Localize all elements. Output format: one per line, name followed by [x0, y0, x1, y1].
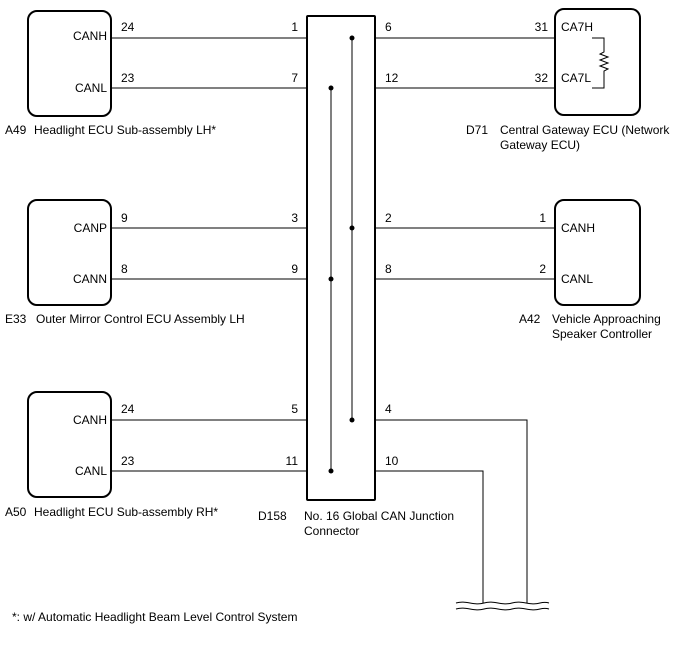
junction-right-pin: 2 — [385, 211, 392, 225]
wire-open-branch — [375, 419, 528, 603]
e33-code: E33 — [5, 312, 27, 326]
junction-right-pin: 6 — [385, 20, 392, 34]
junction-left-pin: 1 — [291, 20, 298, 34]
e33-pin: 9 — [121, 211, 128, 225]
a49-pin: 24 — [121, 20, 135, 34]
a42-name: Speaker Controller — [552, 327, 652, 341]
d71-name: Central Gateway ECU (Network — [500, 123, 670, 137]
d71-signal-ca7h: CA7H — [561, 20, 593, 34]
component-a50-box — [27, 391, 112, 498]
a49-code: A49 — [5, 123, 27, 137]
d71-pin: 32 — [535, 71, 549, 85]
a42-pin: 1 — [539, 211, 546, 225]
component-a42-box — [554, 199, 641, 306]
junction-right-pin: 4 — [385, 402, 392, 416]
termination-resistor-icon — [592, 37, 610, 89]
a42-name: Vehicle Approaching — [552, 312, 661, 326]
d71-name: Gateway ECU) — [500, 138, 580, 152]
a50-pin: 24 — [121, 402, 135, 416]
junction-left-pin: 9 — [291, 262, 298, 276]
junction-right-pin: 12 — [385, 71, 399, 85]
junction-left-pin: 5 — [291, 402, 298, 416]
a49-signal-canl: CANL — [75, 81, 107, 95]
junction-right-pin: 8 — [385, 262, 392, 276]
a49-pin: 23 — [121, 71, 135, 85]
a42-pin: 2 — [539, 262, 546, 276]
a50-signal-canh: CANH — [73, 413, 107, 427]
junction-dot — [328, 468, 334, 474]
junction-dot — [349, 35, 355, 41]
junction-dot — [349, 417, 355, 423]
component-d71-box — [554, 8, 641, 116]
component-a49-box — [27, 10, 112, 117]
a50-signal-canl: CANL — [75, 464, 107, 478]
wire-open-branch — [375, 470, 484, 603]
d71-signal-ca7l: CA7L — [561, 71, 591, 85]
wire-break-icon — [455, 607, 550, 611]
footnote: *: w/ Automatic Headlight Beam Level Con… — [12, 610, 297, 624]
junction-name: No. 16 Global CAN Junction — [304, 509, 454, 523]
e33-signal-cann: CANN — [73, 272, 107, 286]
component-e33-box — [27, 199, 112, 306]
a49-signal-canh: CANH — [73, 29, 107, 43]
e33-name: Outer Mirror Control ECU Assembly LH — [36, 312, 245, 326]
junction-dot — [328, 276, 334, 282]
junction-dot — [349, 225, 355, 231]
a42-code: A42 — [519, 312, 541, 326]
junction-left-pin: 3 — [291, 211, 298, 225]
d71-pin: 31 — [535, 20, 549, 34]
a42-signal-canh: CANH — [561, 221, 595, 235]
junction-name: Connector — [304, 524, 359, 538]
a50-pin: 23 — [121, 454, 135, 468]
a42-signal-canl: CANL — [561, 272, 593, 286]
d71-code: D71 — [466, 123, 488, 137]
junction-connector-body — [306, 15, 376, 501]
a49-name: Headlight ECU Sub-assembly LH* — [34, 123, 216, 137]
a50-code: A50 — [5, 505, 27, 519]
junction-left-pin: 7 — [291, 71, 298, 85]
a50-name: Headlight ECU Sub-assembly RH* — [34, 505, 218, 519]
junction-left-pin: 11 — [286, 454, 299, 468]
junction-dot — [328, 85, 334, 91]
junction-code: D158 — [258, 509, 287, 523]
e33-pin: 8 — [121, 262, 128, 276]
e33-signal-canp: CANP — [74, 221, 107, 235]
junction-right-pin: 10 — [385, 454, 399, 468]
wire-break-icon — [455, 601, 550, 605]
